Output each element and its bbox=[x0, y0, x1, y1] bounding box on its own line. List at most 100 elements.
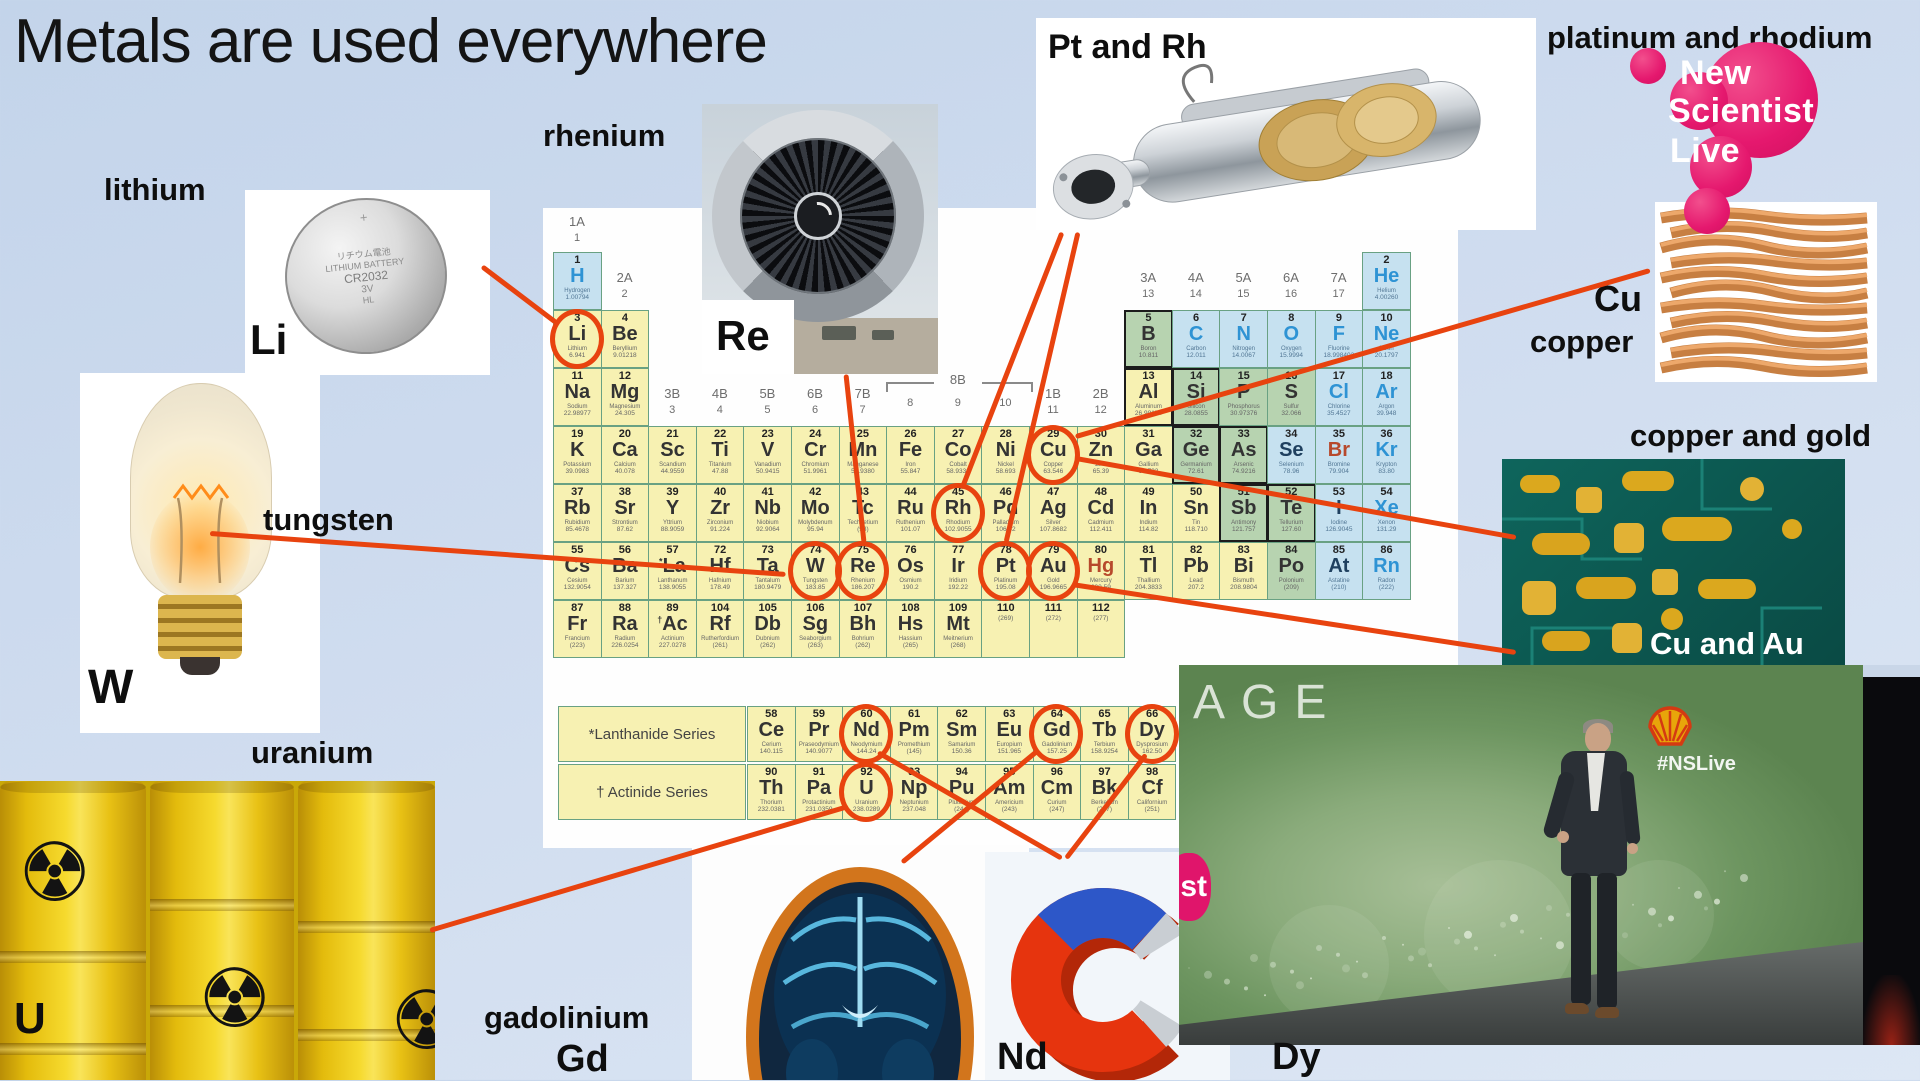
label-rhenium: rhenium bbox=[543, 118, 666, 153]
presentation-video-inset: AGE st #NSLive bbox=[1179, 665, 1920, 1045]
presenter-head bbox=[1585, 723, 1611, 753]
shell-logo bbox=[1648, 706, 1692, 746]
logo-line3: Live bbox=[1670, 132, 1741, 170]
group-label: 8 bbox=[907, 397, 914, 409]
copper-wire-image bbox=[1655, 202, 1877, 382]
label-re: Re bbox=[716, 312, 770, 359]
logo-line1: New bbox=[1680, 54, 1752, 92]
highlight-circle-Au bbox=[1025, 541, 1080, 601]
highlight-circle-Li bbox=[549, 309, 604, 369]
highlight-circle-Gd bbox=[1029, 704, 1084, 764]
label-tungsten: tungsten bbox=[263, 502, 394, 537]
lithium-battery-image: + リチウム電池 LITHIUM BATTERY CR2032 3V HL bbox=[245, 190, 490, 375]
splash-particles bbox=[1188, 860, 1748, 1025]
coin-battery: + リチウム電池 LITHIUM BATTERY CR2032 3V HL bbox=[277, 190, 455, 363]
presenter-leg bbox=[1597, 873, 1617, 1009]
barrel: ☢ bbox=[0, 781, 146, 1080]
presenter-shoe bbox=[1565, 1003, 1589, 1014]
highlight-circle-Re bbox=[835, 541, 890, 601]
re-label-box bbox=[702, 300, 794, 374]
stage-monitor-edge bbox=[1863, 677, 1920, 1045]
highlight-circle-Nd bbox=[839, 704, 893, 764]
label-pt-and-rh: Pt and Rh bbox=[1048, 28, 1207, 66]
presenter-hand bbox=[1627, 843, 1638, 854]
logo-line2: Scientist bbox=[1668, 92, 1815, 130]
presenter-hand bbox=[1557, 831, 1569, 843]
lanthanide-series-label: *Lanthanide Series bbox=[558, 706, 746, 762]
presenter-leg bbox=[1571, 873, 1591, 1005]
group-label: 8B bbox=[933, 372, 982, 387]
actinide-series-label: † Actinide Series bbox=[558, 764, 746, 820]
horseshoe-magnet-drawing bbox=[1010, 888, 1184, 1080]
label-platinum-and-rhodium: platinum and rhodium bbox=[1547, 20, 1873, 55]
label-lithium: lithium bbox=[104, 172, 206, 207]
label-uranium: uranium bbox=[251, 735, 374, 770]
radiation-icon: ☢ bbox=[390, 974, 435, 1069]
bulb-glow bbox=[150, 491, 250, 603]
highlight-circle-Pt bbox=[978, 541, 1033, 601]
hashtag-text: #NSLive bbox=[1657, 753, 1736, 775]
element-110: 110(269) bbox=[981, 600, 1030, 658]
screen-logo-fragment: st bbox=[1179, 853, 1211, 921]
pcb-drawing bbox=[1502, 459, 1822, 668]
label-copper-and-gold: copper and gold bbox=[1630, 418, 1872, 453]
catalytic-converter-image bbox=[1036, 18, 1536, 230]
element-Ne: 10NeNeon20.1797 bbox=[1362, 310, 1411, 368]
barrel: ☢ bbox=[298, 781, 435, 1080]
screen-text: AGE bbox=[1193, 676, 1343, 729]
barrel: ☢ bbox=[150, 781, 294, 1080]
highlight-circle-W bbox=[787, 541, 842, 601]
radiation-icon: ☢ bbox=[198, 952, 272, 1047]
uranium-barrels-image: ☢ ☢ ☢ bbox=[0, 781, 435, 1080]
stage-screen: AGE st #NSLive bbox=[1179, 665, 1863, 1045]
label-copper: copper bbox=[1530, 324, 1634, 359]
highlight-circle-U bbox=[839, 762, 893, 822]
label-w: W bbox=[88, 661, 134, 714]
